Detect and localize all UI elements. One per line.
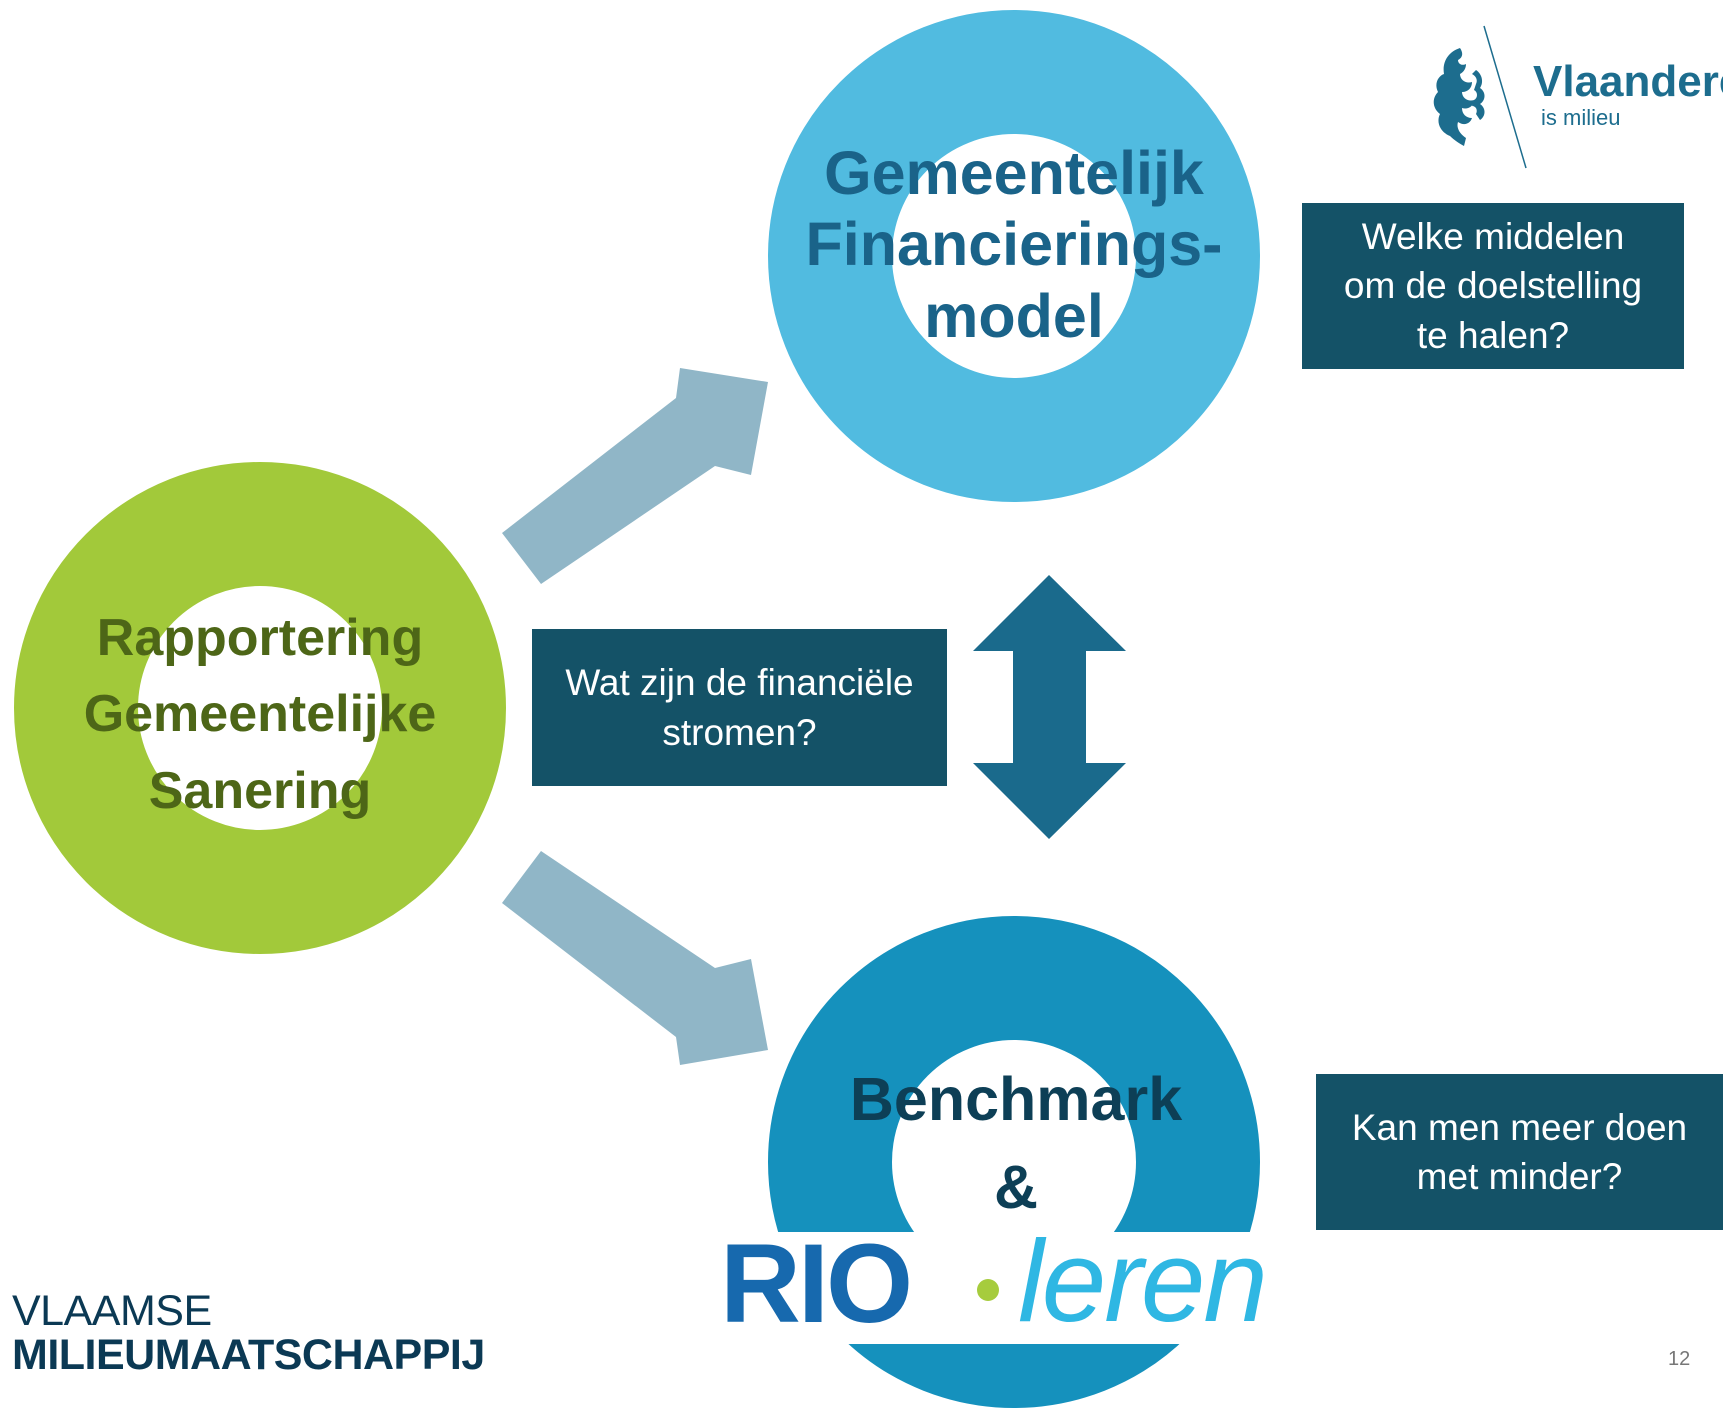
arrow-down-right: [502, 851, 768, 1065]
rio-dot-icon: [977, 1279, 999, 1301]
question-box-stromen: Wat zijn de financiële stromen?: [532, 629, 947, 786]
label-line: Rapportering: [96, 609, 424, 667]
vmm-logo-line2: MILIEUMAATSCHAPPIJ: [12, 1331, 485, 1379]
label-line: Benchmark: [849, 1065, 1183, 1133]
label-line: model: [924, 281, 1104, 350]
label-rapportering: Rapportering Gemeentelijke Sanering: [10, 600, 510, 829]
label-benchmark: Benchmark &: [766, 1055, 1266, 1232]
vlaanderen-wordmark: Vlaanderen: [1533, 57, 1723, 106]
logo-divider: [1483, 25, 1527, 169]
question-text: Wat zijn de financiële stromen?: [565, 662, 914, 753]
question-text: Welke middelen om de doelstelling te hal…: [1343, 216, 1643, 356]
label-line: Gemeentelijk: [824, 139, 1204, 207]
label-line: Sanering: [148, 761, 372, 820]
vlaanderen-tagline: is milieu: [1541, 105, 1621, 130]
vmm-logo-line1: VLAAMSE: [12, 1287, 212, 1335]
question-box-middelen: Welke middelen om de doelstelling te hal…: [1302, 203, 1684, 369]
rio-leren-logo: [718, 1232, 1300, 1344]
page-number: 12: [1668, 1348, 1691, 1370]
label-line: &: [993, 1153, 1039, 1222]
rio-text: RIO: [720, 1221, 913, 1346]
double-arrow-vertical: [973, 575, 1126, 839]
lion-icon: [1433, 48, 1485, 146]
question-text: Kan men meer doen met minder?: [1351, 1106, 1688, 1197]
label-line: Gemeentelijke: [83, 685, 437, 744]
label-line: Financierings-: [805, 210, 1223, 279]
label-financieringsmodel: Gemeentelijk Financierings- model: [764, 138, 1264, 352]
question-box-minder: Kan men meer doen met minder?: [1316, 1074, 1723, 1230]
leren-text: leren: [1018, 1216, 1268, 1346]
arrow-up-right: [502, 368, 768, 584]
